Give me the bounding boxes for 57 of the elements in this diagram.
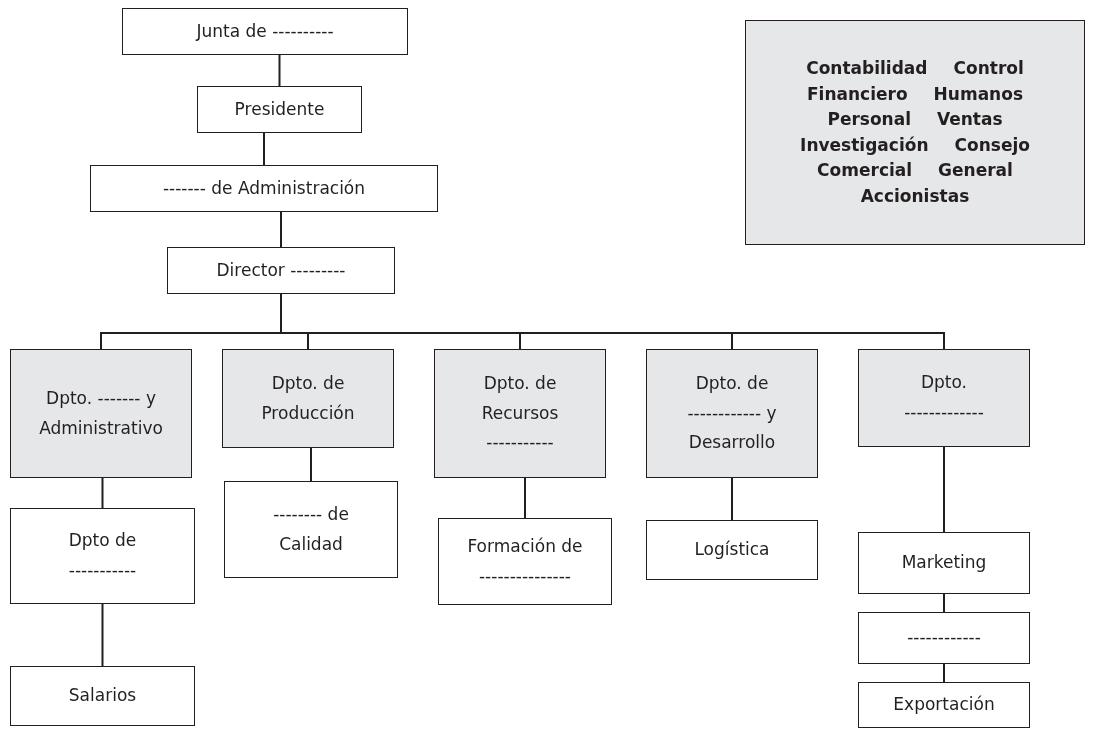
box-label: Dpto. de ------------ y Desarrollo <box>686 371 778 455</box>
org-box <box>858 612 1030 664</box>
word-text: Accionistas <box>860 184 970 208</box>
word-text: Humanos <box>933 82 1023 106</box>
box-label: Dpto de ----------- <box>67 529 138 582</box>
word-text: Contabilidad <box>806 57 928 80</box>
word-text: Personal <box>827 108 911 131</box>
department-box <box>222 349 394 448</box>
word-text: Investigación <box>800 133 929 157</box>
department-box <box>10 349 192 478</box>
org-box <box>197 86 362 133</box>
word-text: Consejo <box>954 133 1030 157</box>
box-label: Dpto. ------------- <box>903 371 985 424</box>
box-label: Director --------- <box>216 258 346 282</box>
org-box <box>10 508 195 604</box>
connector-line <box>310 447 312 482</box>
org-box <box>10 666 195 726</box>
box-label: ------------ <box>907 626 981 650</box>
box-label: Junta de ---------- <box>196 19 334 43</box>
connector-line <box>280 211 282 248</box>
box-label: Dpto. de Producción <box>260 371 356 425</box>
org-box <box>167 247 395 294</box>
box-label: ------- de Administración <box>162 176 366 200</box>
box-label: Marketing <box>901 551 987 575</box>
department-box <box>434 349 606 478</box>
department-box <box>646 349 818 478</box>
word-text: Control <box>953 57 1024 80</box>
connector-line <box>524 477 526 519</box>
box-label: Formación de --------------- <box>466 534 584 588</box>
word-text: Comercial <box>817 159 913 182</box>
word-text: General <box>938 159 1013 182</box>
connector-line <box>101 477 104 509</box>
org-box <box>858 682 1030 728</box>
connector-line <box>943 663 945 683</box>
org-box <box>224 481 398 578</box>
department-box <box>858 349 1030 447</box>
box-label: Exportación <box>893 693 995 717</box>
connector-line <box>101 603 104 667</box>
org-box <box>90 165 438 212</box>
org-box <box>858 532 1030 594</box>
box-label: Logística <box>694 538 770 562</box>
connector-line <box>731 477 733 521</box>
box-label: Dpto. ------- y Administrativo <box>38 386 164 440</box>
org-box <box>438 518 612 605</box>
word-bank-box <box>745 20 1085 245</box>
box-label: Salarios <box>68 684 137 708</box>
word-text: Ventas <box>937 108 1003 131</box>
connector-line <box>943 446 945 533</box>
box-label: Presidente <box>234 97 325 121</box>
connector-line <box>278 54 281 87</box>
connector-line <box>943 593 945 613</box>
box-label: Dpto. de Recursos ----------- <box>480 371 560 455</box>
word-text: Financiero <box>806 82 908 106</box>
box-label: -------- de Calidad <box>272 502 350 556</box>
org-box <box>122 8 408 55</box>
connector-line <box>263 132 265 166</box>
org-box <box>646 520 818 580</box>
